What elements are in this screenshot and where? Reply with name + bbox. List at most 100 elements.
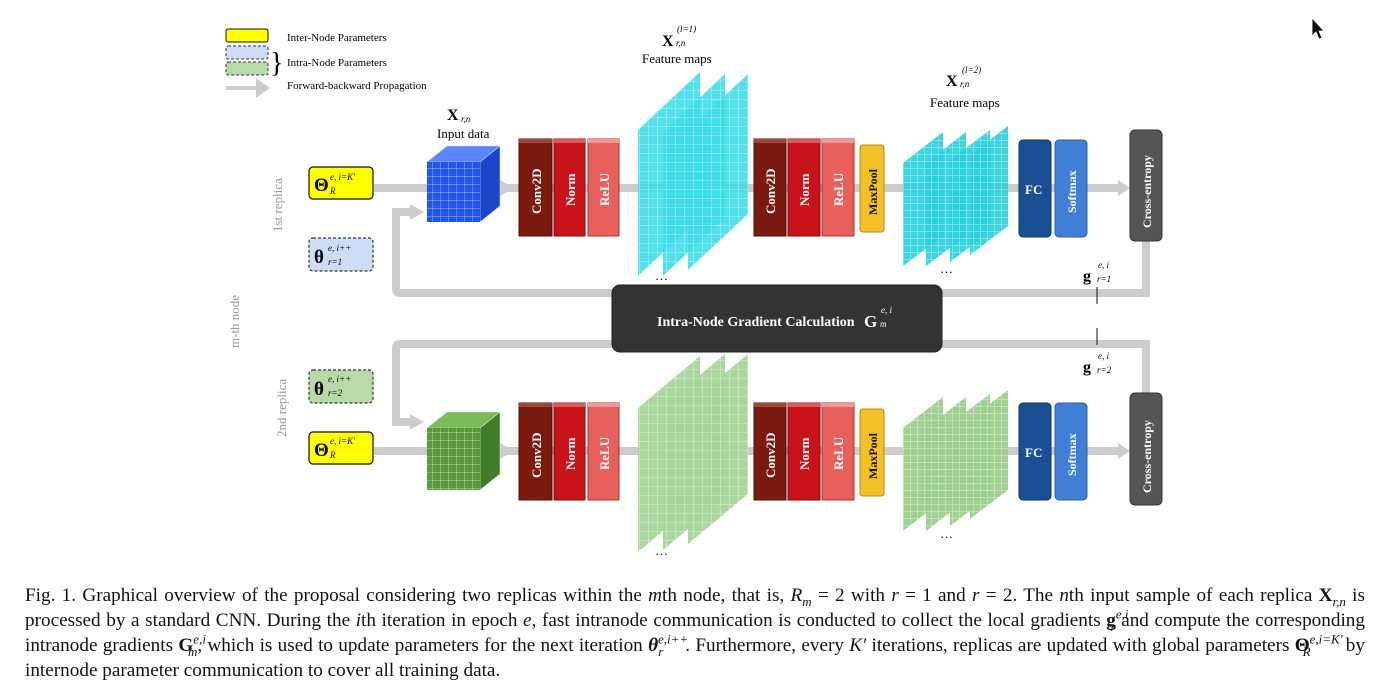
feature-map1-label: X (l=1) r,n Feature maps [642,24,712,66]
maxpool-r1: MaxPool [859,144,885,233]
svg-text:ReLU: ReLU [831,172,846,206]
svg-text:e, i++: e, i++ [328,374,351,384]
replica2-label: 2nd replica [274,379,289,437]
mouse-cursor-icon [1311,16,1325,40]
param-theta-r1: θ e, i++ r=1 [308,237,374,272]
legend: Inter-Node Parameters } Intra-Node Param… [225,28,427,98]
svg-text:R: R [329,186,336,196]
svg-text:e, i=K': e, i=K' [330,172,356,182]
svg-text:r=2: r=2 [1097,365,1112,375]
feature-maps1-r1: … [638,72,748,283]
feature-maps1-r2: … [638,354,748,558]
block1-norm-r2: Norm [553,402,586,501]
svg-text:r,n: r,n [461,114,471,124]
gradient-box: Intra-Node Gradient Calculation G e, i m [611,284,943,353]
svg-text:Norm: Norm [797,173,812,206]
svg-text:(l=2): (l=2) [962,65,981,75]
legend-inter-label: Inter-Node Parameters [287,32,387,44]
svg-text:Conv2D: Conv2D [529,168,544,214]
svg-text:FC: FC [1025,445,1042,460]
svg-text:Norm: Norm [563,437,578,470]
svg-text:…: … [655,268,668,283]
block2-conv-r1: Conv2D [753,138,787,237]
block1-relu-r2: ReLU [587,402,620,501]
legend-intra-swatch-blue [225,45,269,60]
softmax-r2: Softmax [1054,402,1088,501]
svg-text:…: … [655,543,668,558]
legend-inter-swatch [225,28,269,43]
fc-r1: FC [1018,139,1052,238]
svg-text:Norm: Norm [797,437,812,470]
svg-text:MaxPool: MaxPool [866,432,880,479]
svg-text:e, i: e, i [881,305,892,315]
local-gradient-r1: g e, i r=1 [1083,260,1111,304]
svg-text:…: … [940,526,953,541]
feature-maps2-r2: … [903,390,1008,541]
node-label: m-th node [227,295,242,348]
block2-norm-r2: Norm [787,402,821,501]
block2-relu-r2: ReLU [821,402,855,501]
svg-text:Softmax: Softmax [1065,170,1079,213]
fc-r2: FC [1018,402,1052,501]
input-cube-replica2 [426,411,501,491]
param-theta-R-r1: Θ e, i=K' R [308,166,374,200]
svg-text:Conv2D: Conv2D [763,432,778,478]
svg-text:g: g [1083,268,1091,285]
svg-text:r=1: r=1 [1097,274,1111,284]
svg-text:Θ: Θ [314,440,329,461]
svg-text:e, i: e, i [1098,351,1109,361]
svg-text:…: … [940,261,953,276]
block1-norm-r1: Norm [553,138,586,237]
svg-text:θ: θ [314,379,324,400]
svg-text:(l=1): (l=1) [677,24,696,34]
svg-text:Feature maps: Feature maps [930,95,1000,110]
loss-r2: Cross-entropy [1129,392,1163,506]
svg-text:r,n: r,n [676,38,686,48]
svg-text:e, i=K': e, i=K' [330,436,356,446]
svg-text:Feature maps: Feature maps [642,51,712,66]
svg-text:Conv2D: Conv2D [763,168,778,214]
legend-intra-swatch-green [225,61,269,76]
svg-text:MaxPool: MaxPool [866,168,880,215]
svg-text:r=2: r=2 [328,388,343,398]
figure-caption: Fig. 1. Graphical overview of the propos… [25,585,1365,681]
svg-text:G: G [864,312,877,331]
svg-text:Input data: Input data [437,126,490,141]
svg-text:X: X [662,33,674,50]
svg-text:θ: θ [314,247,324,268]
svg-text:Θ: Θ [314,175,329,196]
svg-text:ReLU: ReLU [597,172,612,206]
block1-conv-r1: Conv2D [518,138,553,237]
svg-text:Softmax: Softmax [1065,433,1079,476]
block2-conv-r2: Conv2D [753,402,787,501]
svg-text:Cross-entropy: Cross-entropy [1140,155,1154,228]
svg-text:X: X [447,107,459,124]
input-label: X r,n Input data [437,107,490,141]
svg-text:R: R [329,450,336,460]
svg-text:ReLU: ReLU [831,436,846,470]
svg-text:Cross-entropy: Cross-entropy [1140,420,1154,493]
block2-relu-r1: ReLU [821,138,855,237]
feature-map2-label: X (l=2) r,n Feature maps [930,65,1000,110]
block2-norm-r1: Norm [787,138,821,237]
legend-propagation-arrow [226,78,270,98]
maxpool-r2: MaxPool [859,408,885,497]
svg-text:X: X [946,73,958,90]
softmax-r1: Softmax [1054,139,1088,238]
flow-arrowheads [410,180,1130,459]
legend-intra-label: Intra-Node Parameters [287,57,387,69]
svg-text:r=1: r=1 [328,257,342,267]
svg-text:Intra-Node Gradient Calculatio: Intra-Node Gradient Calculation [657,315,855,330]
svg-text:m: m [880,319,887,329]
svg-text:r,n: r,n [960,79,970,89]
svg-text:g: g [1083,359,1091,376]
param-theta-r2: θ e, i++ r=2 [308,369,374,404]
replica1-label: 1st replica [270,178,285,232]
block1-relu-r1: ReLU [587,138,620,237]
local-gradient-r2: g e, i r=2 [1083,328,1112,376]
input-cube-replica1 [426,145,501,223]
svg-text:Conv2D: Conv2D [529,432,544,478]
svg-text:ReLU: ReLU [597,436,612,470]
svg-text:e, i: e, i [1098,260,1109,270]
loss-r1: Cross-entropy [1129,129,1163,242]
